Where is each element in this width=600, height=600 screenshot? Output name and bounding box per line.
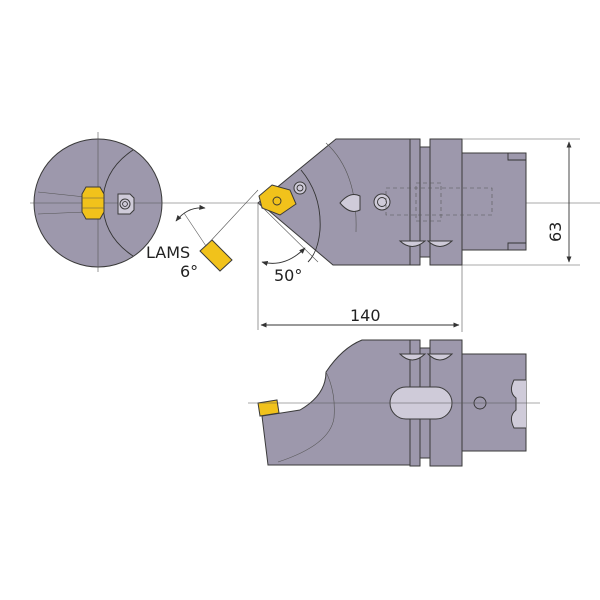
- lams-ref-line-2: [183, 212, 207, 247]
- length-dimension: 140: [260, 265, 463, 332]
- top-view-insert: [258, 184, 297, 216]
- lams-angle-label: 6°: [180, 262, 198, 281]
- side-view-head-curve: [277, 371, 335, 463]
- top-view-wedge: [339, 194, 361, 212]
- top-view-coolant-screw: [373, 193, 391, 211]
- end-view-insert: [81, 186, 105, 220]
- side-view: [248, 339, 540, 467]
- side-view-key-slot-2: [426, 353, 454, 361]
- lams-detail: LAMS 6°: [146, 189, 259, 281]
- top-view-hidden-pin: [415, 182, 442, 222]
- top-view-insert-hole: [272, 196, 282, 206]
- top-view-hidden-bore: [385, 187, 493, 216]
- lams-angle-arc: [175, 204, 206, 222]
- top-view-coolant-screw-inner: [377, 197, 387, 207]
- end-view-screw-head: [119, 198, 131, 210]
- top-view-shoulder: [325, 142, 357, 233]
- lams-label: LAMS: [146, 243, 190, 262]
- top-view-head-curve: [300, 169, 321, 263]
- length-value: 140: [350, 306, 381, 325]
- lams-ref-line: [205, 189, 259, 247]
- approach-edge-line: [257, 202, 319, 263]
- side-view-body: [261, 339, 411, 466]
- top-view-shank-notch: [507, 153, 526, 250]
- side-view-insert: [257, 399, 280, 417]
- top-view-insert-screw: [293, 181, 307, 195]
- top-view-insert-screw-inner: [296, 184, 304, 192]
- side-view-key-slot-1: [398, 353, 427, 361]
- height-dimension: 63: [462, 138, 580, 266]
- top-view-key-slot-1: [398, 240, 427, 247]
- approach-angle-label: 50°: [274, 266, 302, 285]
- side-view-shank: [461, 353, 527, 452]
- top-view: [257, 138, 527, 266]
- end-view-screw-socket: [122, 201, 128, 207]
- approach-angle-arc: [261, 247, 306, 266]
- top-view-flange-3: [429, 138, 463, 266]
- height-value: 63: [546, 222, 565, 242]
- end-view-insert-edge: [82, 197, 104, 209]
- top-view-key-slot-2: [426, 240, 454, 247]
- side-view-shank-notch: [510, 379, 526, 429]
- approach-angle: 50°: [257, 202, 319, 330]
- top-view-shank: [461, 152, 527, 251]
